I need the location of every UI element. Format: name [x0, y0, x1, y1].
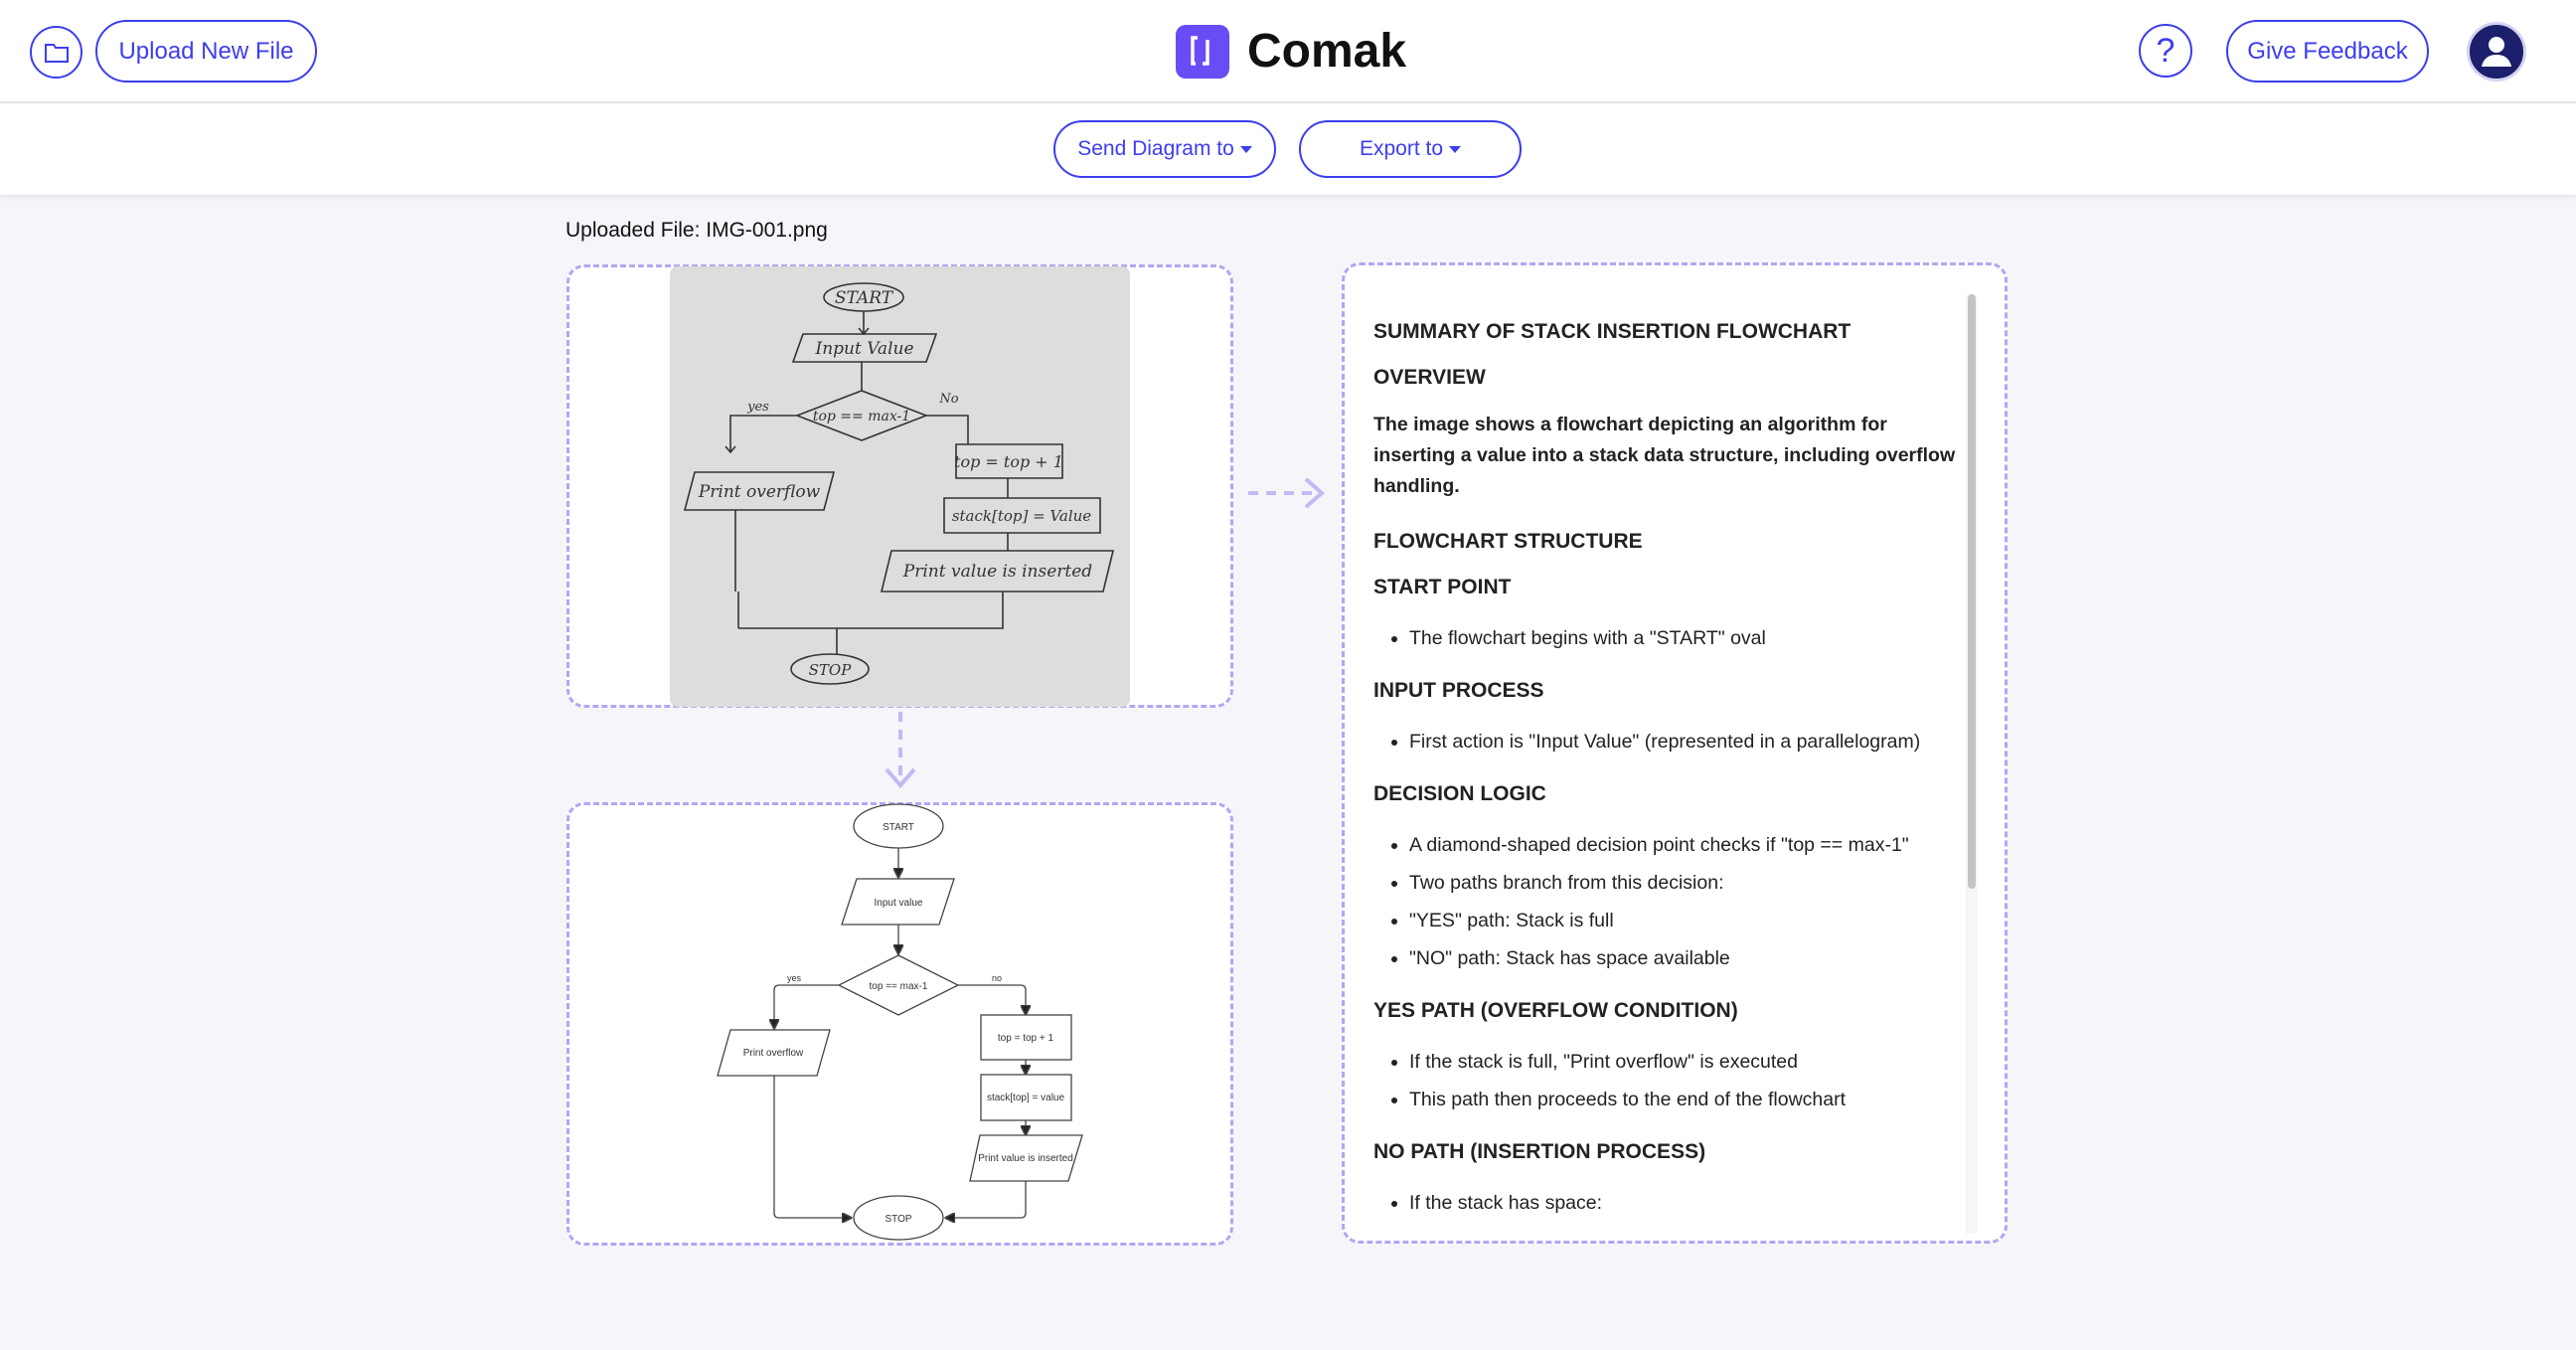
- diagram-increment: top = top + 1: [998, 1033, 1054, 1044]
- toolbar: Send Diagram to Export to: [0, 103, 2576, 195]
- sketch-inserted: Print value is inserted: [902, 562, 1093, 582]
- sketch-start: START: [835, 288, 894, 308]
- folder-button[interactable]: [30, 26, 82, 79]
- structure-heading: FLOWCHART STRUCTURE: [1373, 530, 1643, 553]
- app-header: Upload New File Comak ? Give Feedback: [0, 0, 2576, 103]
- diagram-stop: STOP: [885, 1214, 911, 1225]
- diagram-no: no: [992, 973, 1002, 983]
- summary-title: SUMMARY OF STACK INSERTION FLOWCHART: [1373, 320, 1852, 343]
- help-button[interactable]: ?: [2139, 24, 2192, 78]
- generated-flowchart[interactable]: START Input value top == max-1 yes no Pr…: [557, 795, 1252, 1253]
- diagram-input: Input value: [875, 898, 923, 909]
- brand-logo[interactable]: Comak: [1176, 24, 1406, 79]
- yes-path-heading: YES PATH (OVERFLOW CONDITION): [1373, 999, 1738, 1022]
- export-dropdown[interactable]: Export to: [1299, 120, 1522, 178]
- send-diagram-dropdown[interactable]: Send Diagram to: [1053, 120, 1276, 178]
- help-icon: ?: [2156, 31, 2175, 70]
- list-item: "YES" path: Stack is full: [1409, 902, 1960, 939]
- list-item: First action is "Input Value" (represent…: [1409, 723, 1960, 760]
- sketch-stop: STOP: [809, 661, 853, 679]
- give-feedback-button[interactable]: Give Feedback: [2226, 20, 2429, 83]
- list-item: "NO" path: Stack has space available: [1409, 939, 1960, 977]
- list-item: Two paths branch from this decision:: [1409, 864, 1960, 902]
- overview-heading: OVERVIEW: [1373, 366, 1486, 389]
- list-item: If the stack is full, "Print overflow" i…: [1409, 1043, 1960, 1081]
- diagram-yes: yes: [787, 973, 802, 983]
- user-avatar-icon: [2482, 37, 2511, 67]
- list-item: This path then proceeds to the end of th…: [1409, 1081, 1960, 1118]
- uploaded-file-label: Uploaded File: IMG-001.png: [565, 219, 828, 242]
- logo-mark-icon: [1176, 24, 1229, 79]
- list-item: A diamond-shaped decision point checks i…: [1409, 826, 1960, 864]
- brand-name: Comak: [1247, 25, 1407, 78]
- summary-content: SUMMARY OF STACK INSERTION FLOWCHART OVE…: [1373, 298, 1960, 1218]
- no-path-heading: NO PATH (INSERTION PROCESS): [1373, 1140, 1706, 1163]
- export-label: Export to: [1359, 137, 1444, 160]
- start-heading: START POINT: [1373, 576, 1512, 598]
- decision-heading: DECISION LOGIC: [1373, 782, 1546, 805]
- sketch-overflow: Print overflow: [698, 482, 821, 502]
- caret-down-icon: [1449, 145, 1462, 153]
- folder-icon: [44, 43, 69, 63]
- diagram-overflow: Print overflow: [743, 1048, 804, 1059]
- summary-panel: [1342, 262, 2008, 1244]
- sketch-decision: top == max-1: [813, 409, 910, 424]
- diagram-start: START: [883, 822, 914, 833]
- uploaded-sketch-image: START Input Value top == max-1 yes No Pr…: [670, 266, 1130, 707]
- summary-scrollbar[interactable]: [1968, 294, 1976, 889]
- upload-new-file-button[interactable]: Upload New File: [95, 20, 317, 83]
- arrow-down-icon: [885, 712, 916, 789]
- sketch-increment: top = top + 1: [954, 452, 1063, 471]
- sketch-no: No: [938, 392, 958, 407]
- overview-text: The image shows a flowchart depicting an…: [1373, 414, 1956, 497]
- list-item: The flowchart begins with a "START" oval: [1409, 619, 1960, 657]
- diagram-decision: top == max-1: [870, 981, 928, 992]
- sketch-assign: stack[top] = Value: [952, 507, 1091, 525]
- arrow-right-icon: [1248, 477, 1326, 509]
- caret-down-icon: [1239, 145, 1252, 153]
- sketch-yes: yes: [746, 400, 769, 415]
- diagram-assign: stack[top] = value: [987, 1093, 1065, 1103]
- send-diagram-label: Send Diagram to: [1077, 137, 1234, 160]
- list-item: If the stack has space:: [1409, 1184, 1960, 1218]
- sketch-input: Input Value: [814, 339, 913, 359]
- user-avatar[interactable]: [2467, 22, 2526, 82]
- diagram-inserted: Print value is inserted: [978, 1153, 1073, 1164]
- input-heading: INPUT PROCESS: [1373, 679, 1544, 702]
